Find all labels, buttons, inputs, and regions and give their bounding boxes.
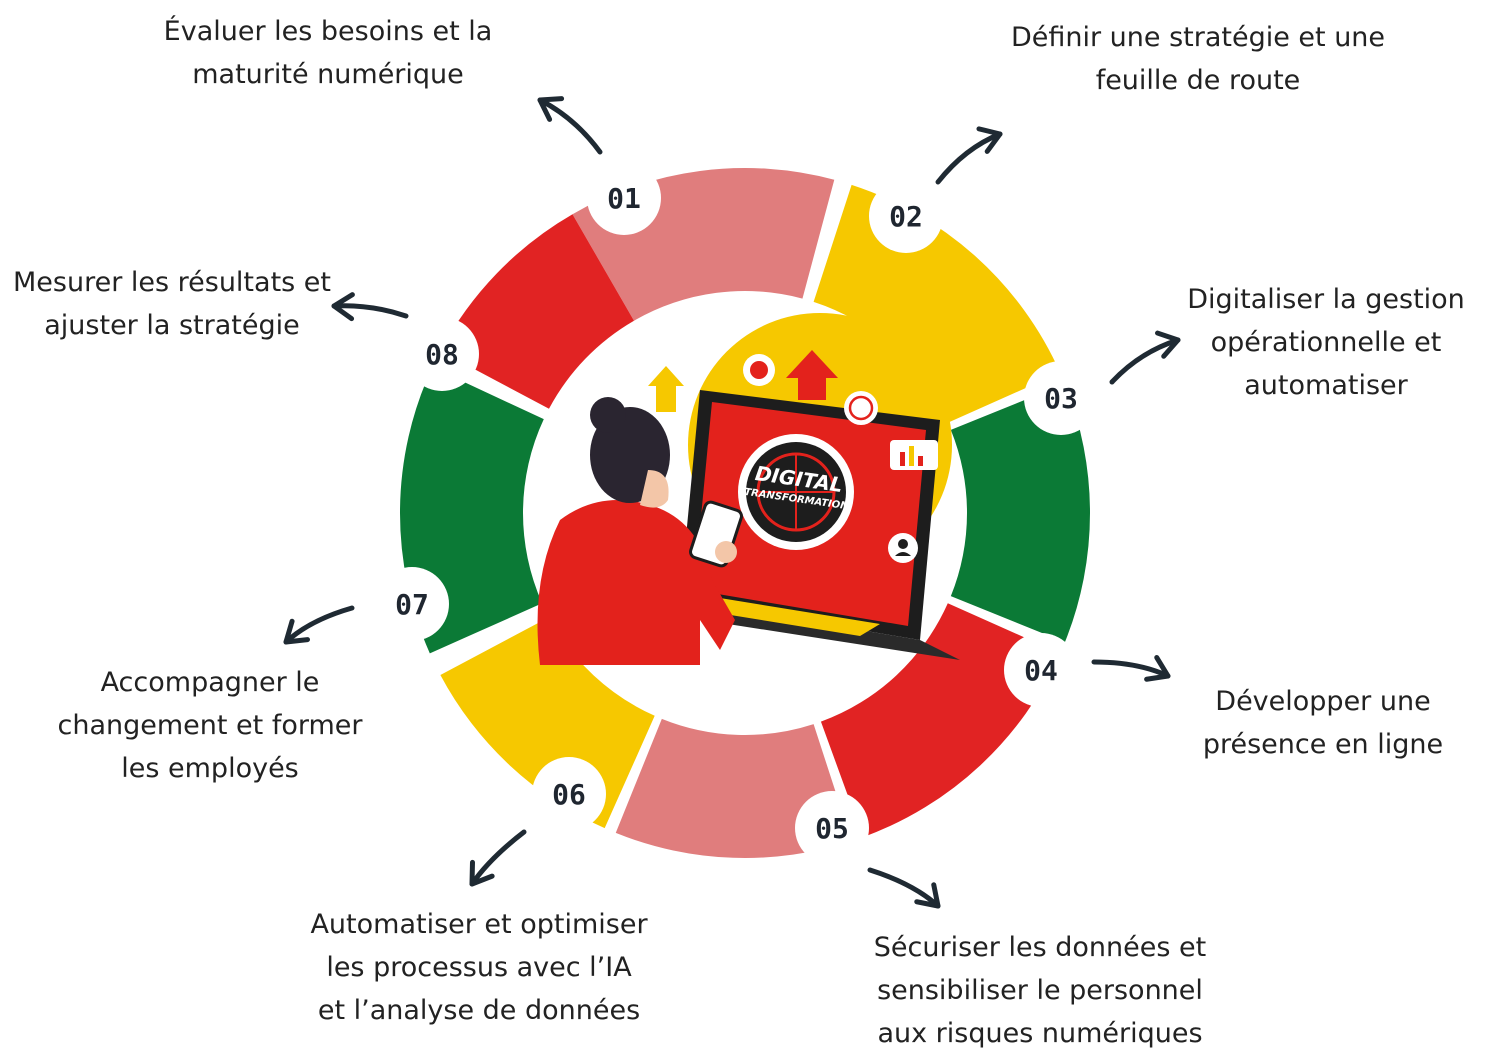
step-label-line: Sécuriser les données et <box>873 932 1207 963</box>
step-label-04: Développer une présence en ligne <box>1123 680 1487 766</box>
step-label-line: et l’analyse de données <box>317 995 641 1026</box>
step-label-line: les processus avec l’IA <box>326 952 632 983</box>
step-label-line: présence en ligne <box>1202 729 1444 760</box>
arrowhead-icon <box>914 882 941 909</box>
step-badge-02 <box>869 179 943 253</box>
arrowhead-icon <box>331 292 355 322</box>
step-badge-03 <box>1024 361 1098 435</box>
laptop-icon: DIGITAL TRANSFORMATION <box>648 350 960 660</box>
step-number-08: 08 <box>425 338 459 371</box>
ring-segment-08 <box>440 214 634 409</box>
step-label-03: Digitaliser la gestion opérationnelle et a… <box>1126 278 1487 407</box>
arrowhead-icon <box>283 618 311 645</box>
center-illustration: DIGITAL TRANSFORMATION <box>537 313 960 665</box>
step-badges: 01 02 03 04 05 06 07 08 <box>375 161 1098 865</box>
step-label-line: aux risques numériques <box>877 1018 1203 1049</box>
step-arrows <box>283 96 1181 909</box>
step-label-line: automatiser <box>1244 370 1408 401</box>
step-label-line: ajuster la stratégie <box>44 310 300 341</box>
arrow-icon <box>867 867 941 909</box>
step-label-line: changement et former <box>57 710 363 741</box>
step-badge-04 <box>1004 633 1078 707</box>
arrow-icon <box>935 131 1003 185</box>
arrow-icon <box>469 829 527 887</box>
step-label-line: feuille de route <box>1095 65 1301 96</box>
arrowhead-icon <box>537 96 565 122</box>
arrowhead-icon <box>976 126 1003 154</box>
step-badge-01 <box>587 161 661 235</box>
step-badge-08 <box>405 317 479 391</box>
woman-figure <box>537 397 743 665</box>
ring-segment-03 <box>950 383 1090 643</box>
arrowhead-icon <box>1144 655 1171 682</box>
step-number-04: 04 <box>1024 654 1058 687</box>
step-label-08: Mesurer les résultats et ajuster la strat… <box>0 261 372 347</box>
arrow-icon <box>331 303 409 319</box>
step-badge-05 <box>795 791 869 865</box>
step-badge-06 <box>532 757 606 831</box>
step-number-02: 02 <box>889 200 923 233</box>
step-label-01: Évaluer les besoins et la maturité numéri… <box>128 10 528 96</box>
step-badge-07 <box>375 567 449 641</box>
step-number-03: 03 <box>1044 382 1078 415</box>
step-label-02: Définir une stratégie et une feuille de r… <box>998 16 1398 102</box>
step-label-line: Digitaliser la gestion <box>1187 284 1465 315</box>
step-label-line: Automatiser et optimiser <box>310 909 648 940</box>
step-label-line: Développer une <box>1215 686 1431 717</box>
step-label-line: Mesurer les résultats et <box>12 267 331 298</box>
step-label-07: Accompagner le changement et former les em… <box>10 661 410 790</box>
step-label-line: Évaluer les besoins et la <box>163 16 493 47</box>
arrow-icon <box>1109 337 1181 385</box>
ring-segment-04 <box>820 603 1061 838</box>
ring-segment-06 <box>440 617 655 829</box>
ring-segment-02 <box>813 184 1061 423</box>
arrowhead-icon <box>469 859 495 887</box>
upload-arrow-icon <box>648 366 684 412</box>
step-label-05: Sécuriser les données et sensibiliser le … <box>840 926 1240 1055</box>
ring-segment-05 <box>615 718 852 858</box>
step-label-line: opérationnelle et <box>1210 327 1442 358</box>
step-label-line: sensibiliser le personnel <box>877 975 1203 1006</box>
step-number-01: 01 <box>607 182 641 215</box>
arrow-icon <box>283 605 355 645</box>
arrow-icon <box>537 97 603 155</box>
growth-arrow-icon <box>786 350 838 400</box>
step-number-06: 06 <box>552 778 586 811</box>
step-label-06: Automatiser et optimiser les processus av… <box>279 903 679 1032</box>
step-label-line: Accompagner le <box>100 667 320 698</box>
step-label-line: les employés <box>121 753 299 784</box>
step-label-line: maturité numérique <box>192 59 464 90</box>
step-number-05: 05 <box>815 812 849 845</box>
arrowhead-icon <box>1155 330 1181 359</box>
step-number-07: 07 <box>395 588 429 621</box>
step-label-line: Définir une stratégie et une <box>1010 22 1386 53</box>
cycle-ring <box>399 168 1090 858</box>
arrow-icon <box>1091 659 1171 679</box>
